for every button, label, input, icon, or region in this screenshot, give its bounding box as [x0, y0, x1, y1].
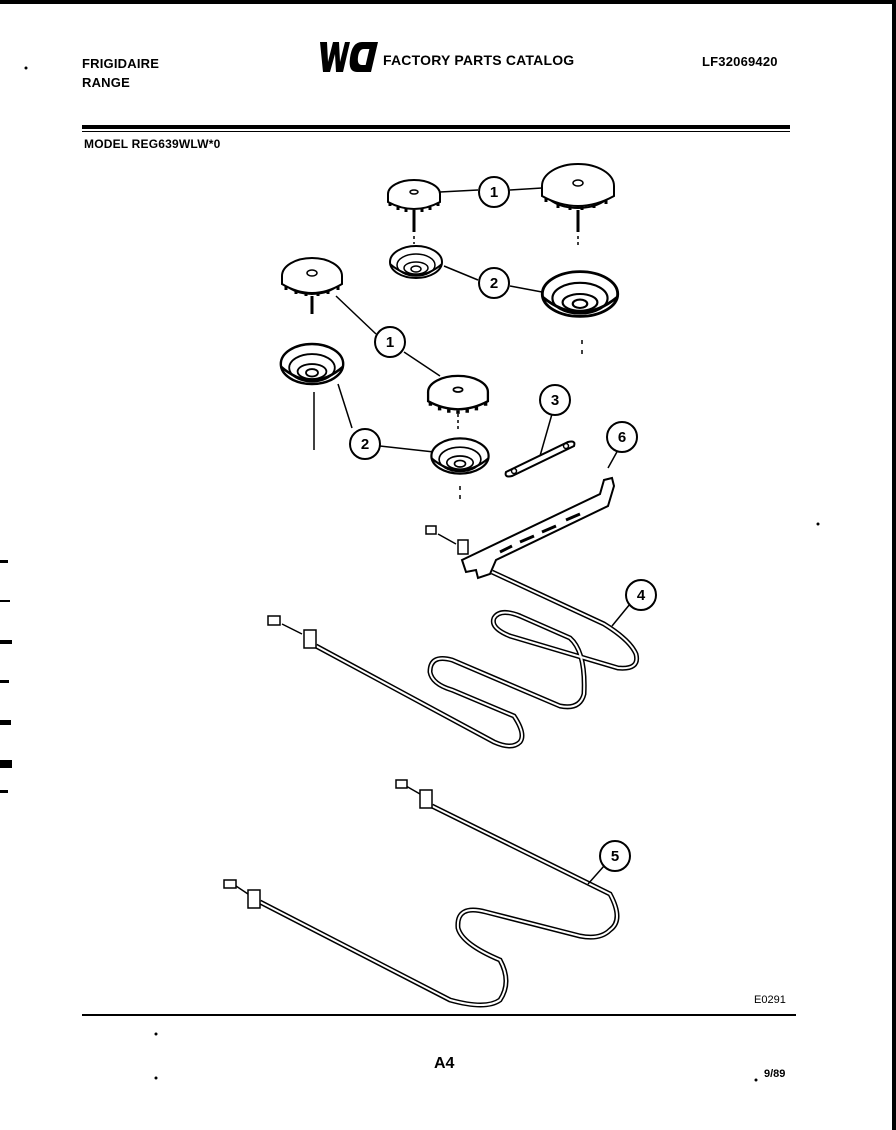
element-support-bracket [425, 449, 619, 580]
wci-logo [320, 42, 378, 72]
callout-1-top: 1 [478, 176, 510, 208]
terminal-block-bracket [504, 413, 576, 478]
scan-mark [0, 790, 8, 793]
callout-5: 5 [599, 840, 631, 872]
scan-dot [154, 1032, 158, 1036]
page-label: A4 [434, 1055, 455, 1072]
brand-name: FRIGIDAIRE [82, 56, 160, 71]
catalog-title: FACTORY PARTS CATALOG [383, 52, 575, 68]
scan-mark [0, 760, 12, 768]
drip-bowl-small-rear [389, 245, 443, 279]
page-frame-top [0, 0, 896, 4]
drip-bowl-large-front [279, 342, 345, 386]
callout-label: 4 [637, 587, 646, 604]
date-code: 9/89 [764, 1068, 786, 1080]
broil-element [223, 779, 620, 1008]
callout-label: 2 [361, 436, 369, 453]
surface-unit-large-front [281, 257, 343, 314]
scan-mark [0, 720, 11, 725]
figure-code: E0291 [754, 994, 786, 1006]
callout-label: 5 [611, 848, 619, 865]
surface-unit-small-rear [386, 178, 442, 232]
leader-line [443, 265, 479, 281]
page-frame-right [892, 0, 896, 1130]
scan-dot [24, 66, 28, 70]
footer-rule [82, 1014, 796, 1016]
surface-unit-large-rear [541, 163, 615, 232]
callout-label: 6 [618, 429, 626, 446]
header-rule [82, 125, 790, 129]
header-rule-thin [82, 131, 790, 132]
product-type: RANGE [82, 75, 130, 90]
bake-element [267, 569, 640, 749]
model-number: MODEL REG639WLW*0 [84, 137, 221, 151]
callout-3: 3 [539, 384, 571, 416]
leader-line [509, 285, 543, 293]
drip-bowl-large-rear [540, 270, 620, 318]
callout-2-top: 2 [478, 267, 510, 299]
callout-4: 4 [625, 579, 657, 611]
callout-label: 2 [490, 275, 498, 292]
brand-block: FRIGIDAIRE RANGE [82, 54, 159, 92]
scan-mark [0, 560, 8, 563]
callout-label: 3 [551, 392, 559, 409]
callout-2-front: 2 [349, 428, 381, 460]
leader-line [439, 189, 479, 193]
leader-line [509, 187, 543, 191]
callout-6: 6 [606, 421, 638, 453]
part-number: LF32069420 [702, 54, 778, 69]
scan-dot [754, 1078, 758, 1082]
scan-mark [0, 680, 9, 683]
leader-line [335, 295, 377, 335]
drip-bowl-small-front [430, 437, 490, 475]
scan-dot [154, 1076, 158, 1080]
leader-line [403, 351, 441, 377]
scan-dot [816, 522, 820, 526]
scan-mark [0, 640, 12, 644]
leader-line [337, 383, 353, 429]
leader-line [379, 445, 435, 453]
callout-label: 1 [386, 334, 394, 351]
scan-mark [0, 600, 10, 602]
callout-1-front: 1 [374, 326, 406, 358]
callout-label: 1 [490, 184, 498, 201]
surface-unit-small-front [426, 374, 490, 432]
